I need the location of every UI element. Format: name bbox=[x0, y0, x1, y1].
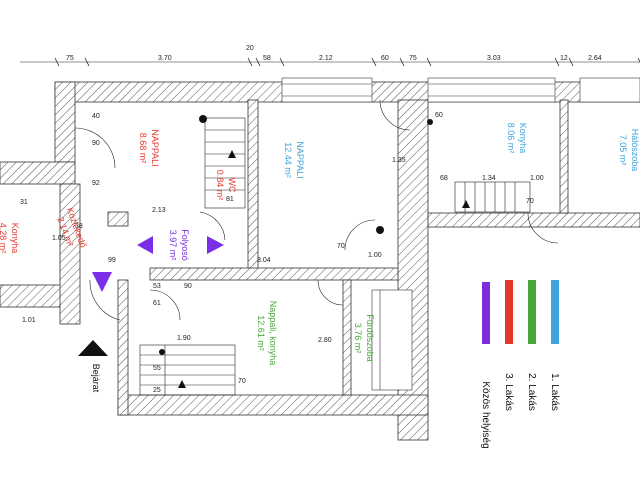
dim-17: 99 bbox=[108, 257, 116, 264]
room-nappali-konyha-name: Nappali, konyha bbox=[268, 301, 278, 366]
dim-4: 2.13 bbox=[152, 207, 166, 214]
room-nappali-konyha-area: 12.61 m² bbox=[256, 315, 266, 351]
room-labels: NAPPALI 8.68 m² WC 0.84 m² NAPPALI 12.44… bbox=[0, 123, 640, 366]
dim-21: 2.80 bbox=[318, 337, 332, 344]
room-konyha-right-area: 8.06 m² bbox=[506, 123, 516, 154]
room-konyha-left-area: 4.28 m² bbox=[0, 223, 8, 254]
dim-top-8: 3.03 bbox=[487, 55, 501, 62]
dim-26: 25 bbox=[153, 387, 161, 394]
dim-top-6: 60 bbox=[381, 55, 389, 62]
common-area-arrows bbox=[92, 236, 224, 292]
dim-top-9: 12 bbox=[560, 55, 568, 62]
purple-arrow-left-icon bbox=[137, 236, 153, 254]
entrance: Bejárat bbox=[78, 340, 108, 393]
dim-23: 1.90 bbox=[177, 335, 191, 342]
stairs bbox=[139, 117, 531, 396]
dim-19: 90 bbox=[184, 283, 192, 290]
top-dimension-labels: 75 3.70 20 58 2.12 60 75 3.03 12 2.64 bbox=[66, 45, 602, 62]
legend-swatch-kozos bbox=[482, 282, 490, 344]
legend-label-kozos: Közös helyiség bbox=[480, 381, 491, 448]
room-wc-area: 0.84 m² bbox=[215, 170, 225, 201]
dim-13: 1.00 bbox=[368, 252, 382, 259]
dim-9: 1.34 bbox=[482, 175, 496, 182]
dim-3: 92 bbox=[92, 180, 100, 187]
dim-22: 61 bbox=[153, 300, 161, 307]
dim-1: 40 bbox=[92, 113, 100, 120]
room-furdo-area: 3.76 m² bbox=[353, 323, 363, 354]
legend-swatch-lakas2 bbox=[528, 280, 536, 344]
room-nappali-left-area: 8.68 m² bbox=[138, 133, 148, 164]
room-folyoso-name: Folyosó bbox=[180, 229, 190, 261]
windows bbox=[281, 77, 640, 391]
room-konyha-right-name: Konyha bbox=[518, 123, 528, 154]
dim-top-1: 75 bbox=[66, 55, 74, 62]
dim-20: 3.04 bbox=[257, 257, 271, 264]
dim-5: 81 bbox=[226, 196, 234, 203]
dim-top-2: 3.70 bbox=[158, 55, 172, 62]
legend-label-lakas3: 3. Lakás bbox=[503, 373, 514, 411]
dim-8: 68 bbox=[440, 175, 448, 182]
room-folyoso-area: 3.97 m² bbox=[168, 230, 178, 261]
dim-12: 70 bbox=[337, 243, 345, 250]
room-konyha-left-name: Konyha bbox=[10, 223, 20, 254]
dim-7: 60 bbox=[435, 112, 443, 119]
room-halo-name: Hálószoba bbox=[630, 129, 640, 172]
entrance-arrow-icon bbox=[78, 340, 108, 356]
purple-arrow-right-icon bbox=[207, 236, 224, 254]
dim-25: 70 bbox=[238, 378, 246, 385]
room-wc-name: WC bbox=[227, 178, 237, 193]
dim-top-5: 2.12 bbox=[319, 55, 333, 62]
inner-dimension-labels: 40 90 92 2.13 81 1.35 60 68 1.34 1.00 70… bbox=[20, 112, 544, 394]
room-nappali-left-name: NAPPALI bbox=[150, 129, 160, 166]
top-dimension-line bbox=[20, 57, 640, 67]
fixtures bbox=[159, 115, 470, 388]
legend-swatch-lakas3 bbox=[505, 280, 513, 344]
room-halo-area: 7.05 m² bbox=[618, 135, 628, 166]
dim-24: 55 bbox=[153, 365, 161, 372]
dim-14: 31 bbox=[20, 199, 28, 206]
room-furdo-name: Fürdőszoba bbox=[365, 314, 375, 362]
dim-27: 1.01 bbox=[22, 317, 36, 324]
dim-10: 1.00 bbox=[530, 175, 544, 182]
dim-11: 70 bbox=[526, 198, 534, 205]
legend-label-lakas2: 2. Lakás bbox=[526, 373, 537, 411]
dim-2: 90 bbox=[92, 140, 100, 147]
legend-label-lakas1: 1. Lakás bbox=[549, 373, 560, 411]
dim-16: 38 bbox=[75, 223, 83, 230]
entrance-label: Bejárat bbox=[91, 364, 101, 393]
room-nappali-center-area: 12.44 m² bbox=[283, 142, 293, 178]
purple-arrow-down-icon bbox=[92, 272, 112, 292]
room-nappali-center-name: NAPPALI bbox=[295, 141, 305, 178]
legend-swatch-lakas1 bbox=[551, 280, 559, 344]
dim-top-7: 75 bbox=[409, 55, 417, 62]
legend: 1. Lakás 2. Lakás 3. Lakás Közös helyisé… bbox=[480, 280, 560, 449]
dim-15: 1.05 bbox=[52, 235, 66, 242]
dim-6: 1.35 bbox=[392, 157, 406, 164]
dim-18: 53 bbox=[153, 283, 161, 290]
dim-top-3: 20 bbox=[246, 45, 254, 52]
dim-top-10: 2.64 bbox=[588, 55, 602, 62]
dim-top-4: 58 bbox=[263, 55, 271, 62]
doors bbox=[74, 99, 559, 321]
